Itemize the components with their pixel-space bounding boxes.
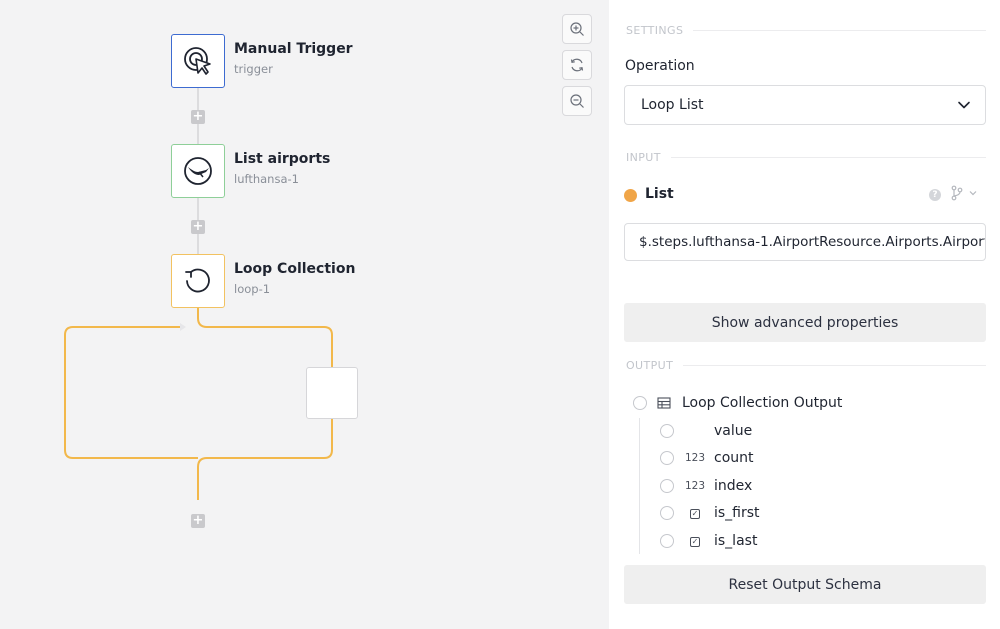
zoom-in-icon xyxy=(570,22,584,36)
type-number-icon: 123 xyxy=(684,480,706,492)
reset-zoom-icon xyxy=(570,58,584,72)
operation-select-value: Loop List xyxy=(641,97,704,113)
output-field-row-index[interactable]: 123 index xyxy=(660,478,752,494)
section-heading-text: OUTPUT xyxy=(626,359,674,372)
type-boolean-icon: ✓ xyxy=(690,537,700,547)
field-status-dot xyxy=(624,189,637,202)
output-root-label: Loop Collection Output xyxy=(682,395,843,411)
operation-select[interactable]: Loop List xyxy=(624,85,986,125)
cursor-click-icon xyxy=(184,47,211,75)
git-branch-icon xyxy=(951,185,963,201)
output-field-row-value[interactable]: value xyxy=(660,423,752,439)
loop-icon xyxy=(185,268,210,293)
output-field-name: is_first xyxy=(714,505,760,521)
data-mapping-toggle[interactable] xyxy=(950,185,978,201)
output-field-name: index xyxy=(714,478,753,494)
select-radio[interactable] xyxy=(660,451,674,465)
reset-output-schema-button[interactable]: Reset Output Schema xyxy=(624,565,986,604)
output-section-heading: OUTPUT xyxy=(626,359,986,372)
lufthansa-logo-icon xyxy=(184,157,212,185)
output-field-row-count[interactable]: 123 count xyxy=(660,450,754,466)
zoom-out-button[interactable] xyxy=(562,86,592,116)
settings-section-heading: SETTINGS xyxy=(626,24,986,37)
list-field-label: List xyxy=(645,186,674,202)
output-root-row[interactable]: Loop Collection Output xyxy=(633,395,842,411)
chevron-down-icon xyxy=(958,101,970,109)
flow-canvas[interactable]: Manual Trigger trigger + List airports l… xyxy=(0,0,609,629)
add-step-button[interactable]: + xyxy=(191,513,205,528)
select-radio[interactable] xyxy=(660,534,674,548)
node-subtitle: loop-1 xyxy=(234,282,271,296)
node-loop-collection[interactable] xyxy=(171,254,225,308)
type-boolean-icon: ✓ xyxy=(690,509,700,519)
node-title: Loop Collection xyxy=(234,261,356,277)
section-heading-text: SETTINGS xyxy=(626,24,684,37)
settings-panel: SETTINGS Operation Loop List INPUT List … xyxy=(609,0,1000,629)
node-list-airports[interactable] xyxy=(171,144,225,198)
select-radio[interactable] xyxy=(660,424,674,438)
type-number-icon: 123 xyxy=(684,452,706,464)
add-step-button[interactable]: + xyxy=(191,219,205,234)
divider xyxy=(683,365,986,366)
output-field-row-is-first[interactable]: ✓ is_first xyxy=(660,505,760,521)
select-radio[interactable] xyxy=(660,479,674,493)
operation-label: Operation xyxy=(625,58,695,74)
input-section-heading: INPUT xyxy=(626,151,986,164)
select-radio[interactable] xyxy=(633,396,647,410)
select-radio[interactable] xyxy=(660,506,674,520)
show-advanced-properties-button[interactable]: Show advanced properties xyxy=(624,303,986,342)
help-icon[interactable]: ? xyxy=(929,189,941,201)
output-field-name: is_last xyxy=(714,533,758,549)
list-path-input[interactable]: $.steps.lufthansa-1.AirportResource.Airp… xyxy=(624,223,986,261)
add-step-button[interactable]: + xyxy=(191,109,205,124)
zoom-out-icon xyxy=(570,94,584,108)
node-manual-trigger[interactable] xyxy=(171,34,225,88)
tree-guide-line xyxy=(639,418,640,554)
output-field-name: value xyxy=(714,423,753,439)
flow-edges xyxy=(64,88,333,500)
node-subtitle: trigger xyxy=(234,62,273,76)
divider xyxy=(670,157,986,158)
divider xyxy=(693,30,986,31)
loop-body-placeholder[interactable] xyxy=(306,367,358,419)
chevron-down-icon xyxy=(969,191,977,196)
output-field-name: count xyxy=(714,450,754,466)
node-title: List airports xyxy=(234,151,331,167)
node-subtitle: lufthansa-1 xyxy=(234,172,299,186)
zoom-in-button[interactable] xyxy=(562,14,592,44)
section-heading-text: INPUT xyxy=(626,151,661,164)
table-icon xyxy=(657,397,671,409)
reset-zoom-button[interactable] xyxy=(562,50,592,80)
output-field-row-is-last[interactable]: ✓ is_last xyxy=(660,533,757,549)
node-title: Manual Trigger xyxy=(234,41,353,57)
